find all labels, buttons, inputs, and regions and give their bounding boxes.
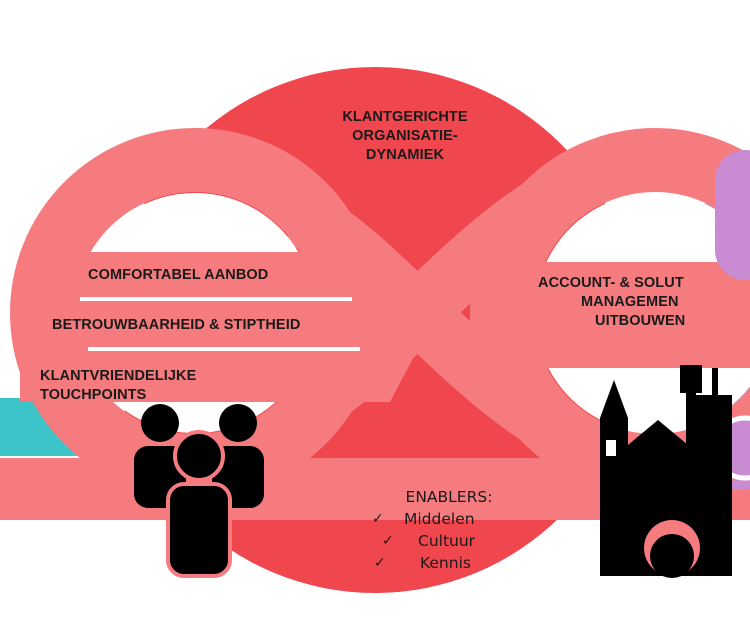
center-top-line-3: DYNAMIEK [365,147,445,163]
right-line-3: UITBOUWEN [595,313,686,329]
checkmark-icon: ✓ [374,555,386,571]
left-bottom-label: KLANTVRIENDELIJKE TOUCHPOINTS [40,367,196,405]
enabler-item: ✓ Middelen [360,508,540,530]
right-banner [495,262,750,368]
enabler-item: ✓ Kennis [360,552,540,574]
people-group-icon [134,404,264,578]
enabler-item-label: Kennis [420,554,471,572]
church-city-icon [600,365,732,578]
right-label: ACCOUNT- & SOLUT MANAGEMEN UITBOUWEN [524,274,750,331]
left-banner [20,252,420,402]
left-divider-2 [88,347,360,351]
enabler-item: ✓ Cultuur [360,530,540,552]
center-top-line-2: ORGANISATIE- [352,128,458,144]
right-line-1: ACCOUNT- & SOLUT [538,275,684,291]
right-line-2: MANAGEMEN [581,294,679,310]
enabler-item-label: Cultuur [418,532,476,550]
left-bottom-line-1: KLANTVRIENDELIJKE [40,368,197,384]
center-top-label: KLANTGERICHTE ORGANISATIE- DYNAMIEK [320,108,490,165]
checkmark-icon: ✓ [382,533,394,549]
enablers-title: ENABLERS: [405,488,493,506]
purple-capsule-front [715,150,750,280]
center-top-line-1: KLANTGERICHTE [342,109,468,125]
left-bottom-line-2: TOUCHPOINTS [40,387,147,403]
enablers-box: ENABLERS: ✓ Middelen ✓ Cultuur ✓ Kennis [360,486,540,574]
left-item-2: BETROUWBAARHEID & STIPTHEID [52,317,301,333]
left-item-1: COMFORTABEL AANBOD [88,267,269,283]
enabler-item-label: Middelen [404,510,475,528]
left-divider-1 [80,297,352,301]
checkmark-icon: ✓ [372,511,384,527]
